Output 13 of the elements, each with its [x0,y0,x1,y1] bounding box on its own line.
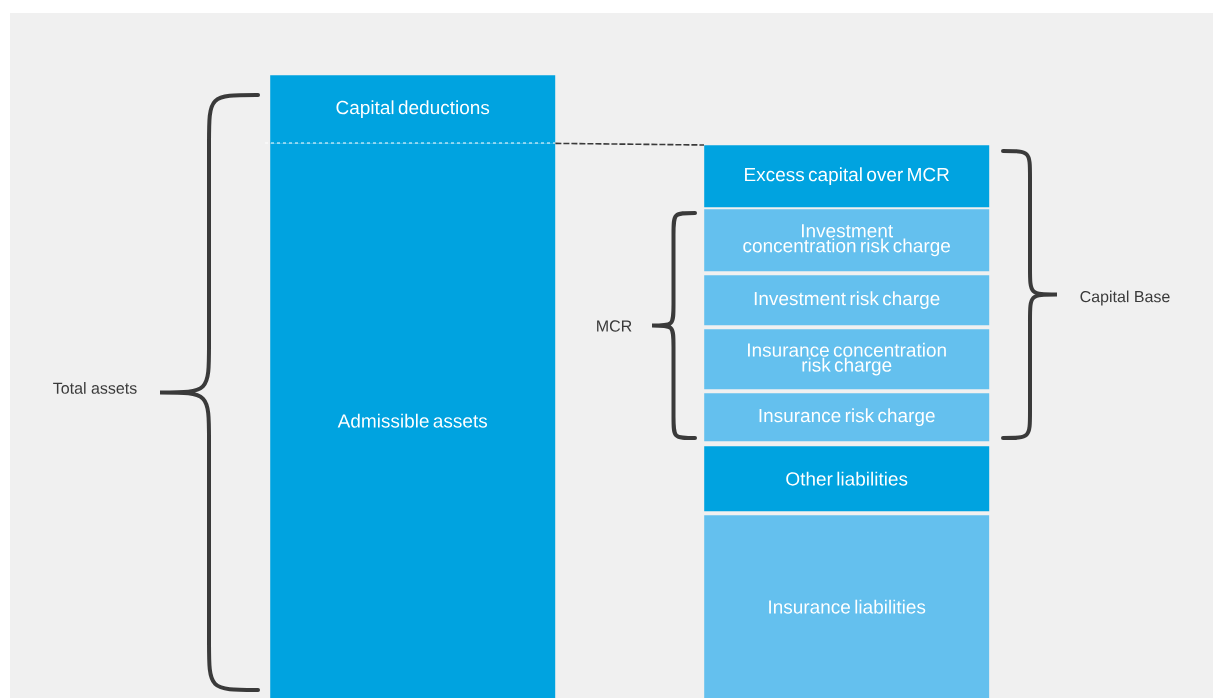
stack-segment: Investment concentration risk charge [704,209,990,272]
stack-segment: Insurance risk charge [704,393,990,442]
stack-segment: Insurance liabilities [704,515,990,698]
stack-segment: Excess capital over MCR [704,145,990,208]
brace-label: MCR [597,320,632,332]
brace-label: Total assets [53,382,137,394]
stack-segment: Other liabilities [704,446,990,512]
stack-segment: Capital deductions [270,75,556,144]
stack-segment: Insurance concentration risk charge [704,329,990,390]
dashed-line [554,142,705,146]
stack-segment: Investment risk charge [704,275,990,326]
brace-label: Capital Base [1080,290,1170,306]
node-label: Admissible assets [337,413,488,428]
